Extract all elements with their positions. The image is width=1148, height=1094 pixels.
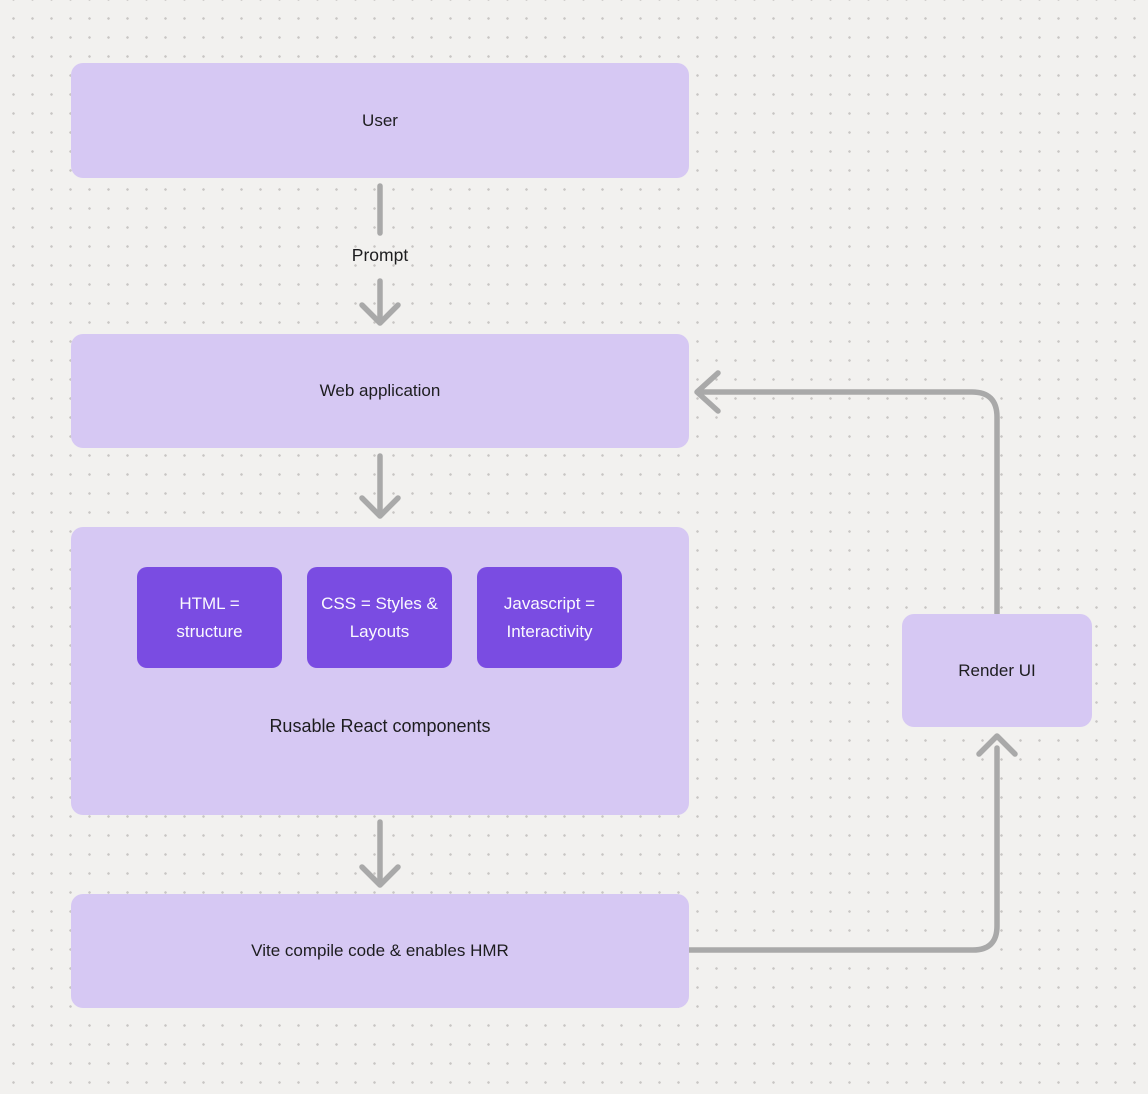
chip-css[interactable]: CSS = Styles & Layouts (307, 567, 452, 668)
node-user-label: User (362, 110, 398, 130)
connector-vite-to-renderui (686, 733, 1018, 953)
chip-javascript-label: Javascript = Interactivity (503, 593, 596, 641)
chip-javascript[interactable]: Javascript = Interactivity (477, 567, 622, 668)
chip-css-label: CSS = Styles & Layouts (321, 593, 438, 641)
arrowhead-down-icon (359, 495, 401, 519)
chip-html-label: HTML = structure (176, 593, 243, 641)
node-render-ui-label: Render UI (958, 660, 1036, 680)
node-user[interactable]: User (71, 63, 689, 178)
node-web-application[interactable]: Web application (71, 334, 689, 448)
arrowhead-down-icon (359, 302, 401, 326)
chip-html[interactable]: HTML = structure (137, 567, 282, 668)
connector-segment (700, 389, 1000, 617)
connector-renderui-to-webapp (694, 370, 1000, 617)
connector-webapp-to-components (359, 453, 401, 519)
node-vite[interactable]: Vite compile code & enables HMR (71, 894, 689, 1008)
connector-components-to-vite (359, 819, 401, 888)
node-render-ui[interactable]: Render UI (902, 614, 1092, 727)
edge-label-prompt: Prompt (351, 245, 409, 265)
node-vite-label: Vite compile code & enables HMR (251, 941, 509, 960)
node-components-group-label: Rusable React components (269, 716, 491, 736)
arrowhead-up-icon (976, 733, 1018, 757)
node-web-application-label: Web application (319, 381, 441, 400)
arrowhead-down-icon (359, 864, 401, 888)
node-components-group[interactable]: HTML = structure CSS = Styles & Layouts … (71, 527, 689, 815)
arrowhead-left-icon (694, 370, 721, 414)
connector-segment (686, 745, 1000, 953)
